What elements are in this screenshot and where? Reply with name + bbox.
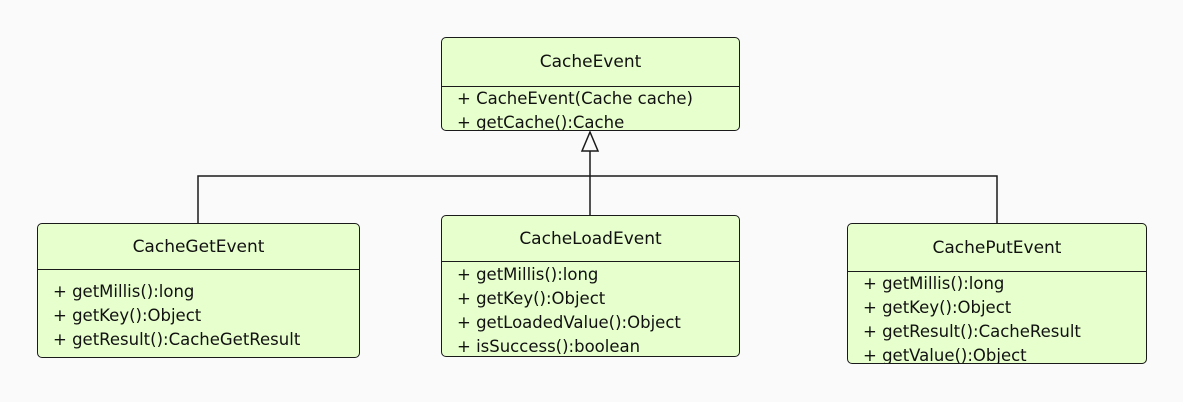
- class-member: + getLoadedValue():Object: [457, 313, 681, 332]
- class-cacheevent[interactable]: CacheEvent + CacheEvent(Cache cache) + g…: [441, 37, 740, 131]
- class-name: CacheGetEvent: [38, 224, 359, 270]
- member-list: + CacheEvent(Cache cache) + getCache():C…: [442, 87, 739, 131]
- class-member: + getMillis():long: [863, 274, 1005, 293]
- class-member: + getKey():Object: [457, 289, 606, 308]
- class-member: + isSuccess():boolean: [457, 337, 641, 356]
- class-member: + getKey():Object: [863, 298, 1012, 317]
- member-list: + getMillis():long + getKey():Object + g…: [38, 270, 359, 352]
- generalization-arrowhead: [580, 130, 600, 152]
- connector-cacheputevent: [590, 175, 998, 223]
- class-member: + getCache():Cache: [457, 113, 625, 131]
- class-member: + getKey():Object: [53, 306, 202, 325]
- class-name: CachePutEvent: [848, 224, 1146, 272]
- class-name: CacheLoadEvent: [442, 216, 739, 262]
- member-list: + getMillis():long + getKey():Object + g…: [848, 272, 1146, 364]
- member-list: + getMillis():long + getKey():Object + g…: [442, 262, 739, 356]
- class-member: + getMillis():long: [457, 265, 599, 284]
- class-member: + getValue():Object: [863, 346, 1027, 364]
- class-member: + getResult():CacheGetResult: [53, 330, 301, 349]
- class-cacheloadevent[interactable]: CacheLoadEvent + getMillis():long + getK…: [441, 215, 740, 357]
- class-cacheputevent[interactable]: CachePutEvent + getMillis():long + getKe…: [847, 223, 1147, 364]
- class-cachegetevent[interactable]: CacheGetEvent + getMillis():long + getKe…: [37, 223, 360, 358]
- class-name: CacheEvent: [442, 38, 739, 87]
- class-member: + getMillis():long: [53, 282, 195, 301]
- class-member: + CacheEvent(Cache cache): [457, 89, 693, 108]
- connector-cachegetevent: [197, 175, 590, 223]
- class-member: + getResult():CacheResult: [863, 322, 1081, 341]
